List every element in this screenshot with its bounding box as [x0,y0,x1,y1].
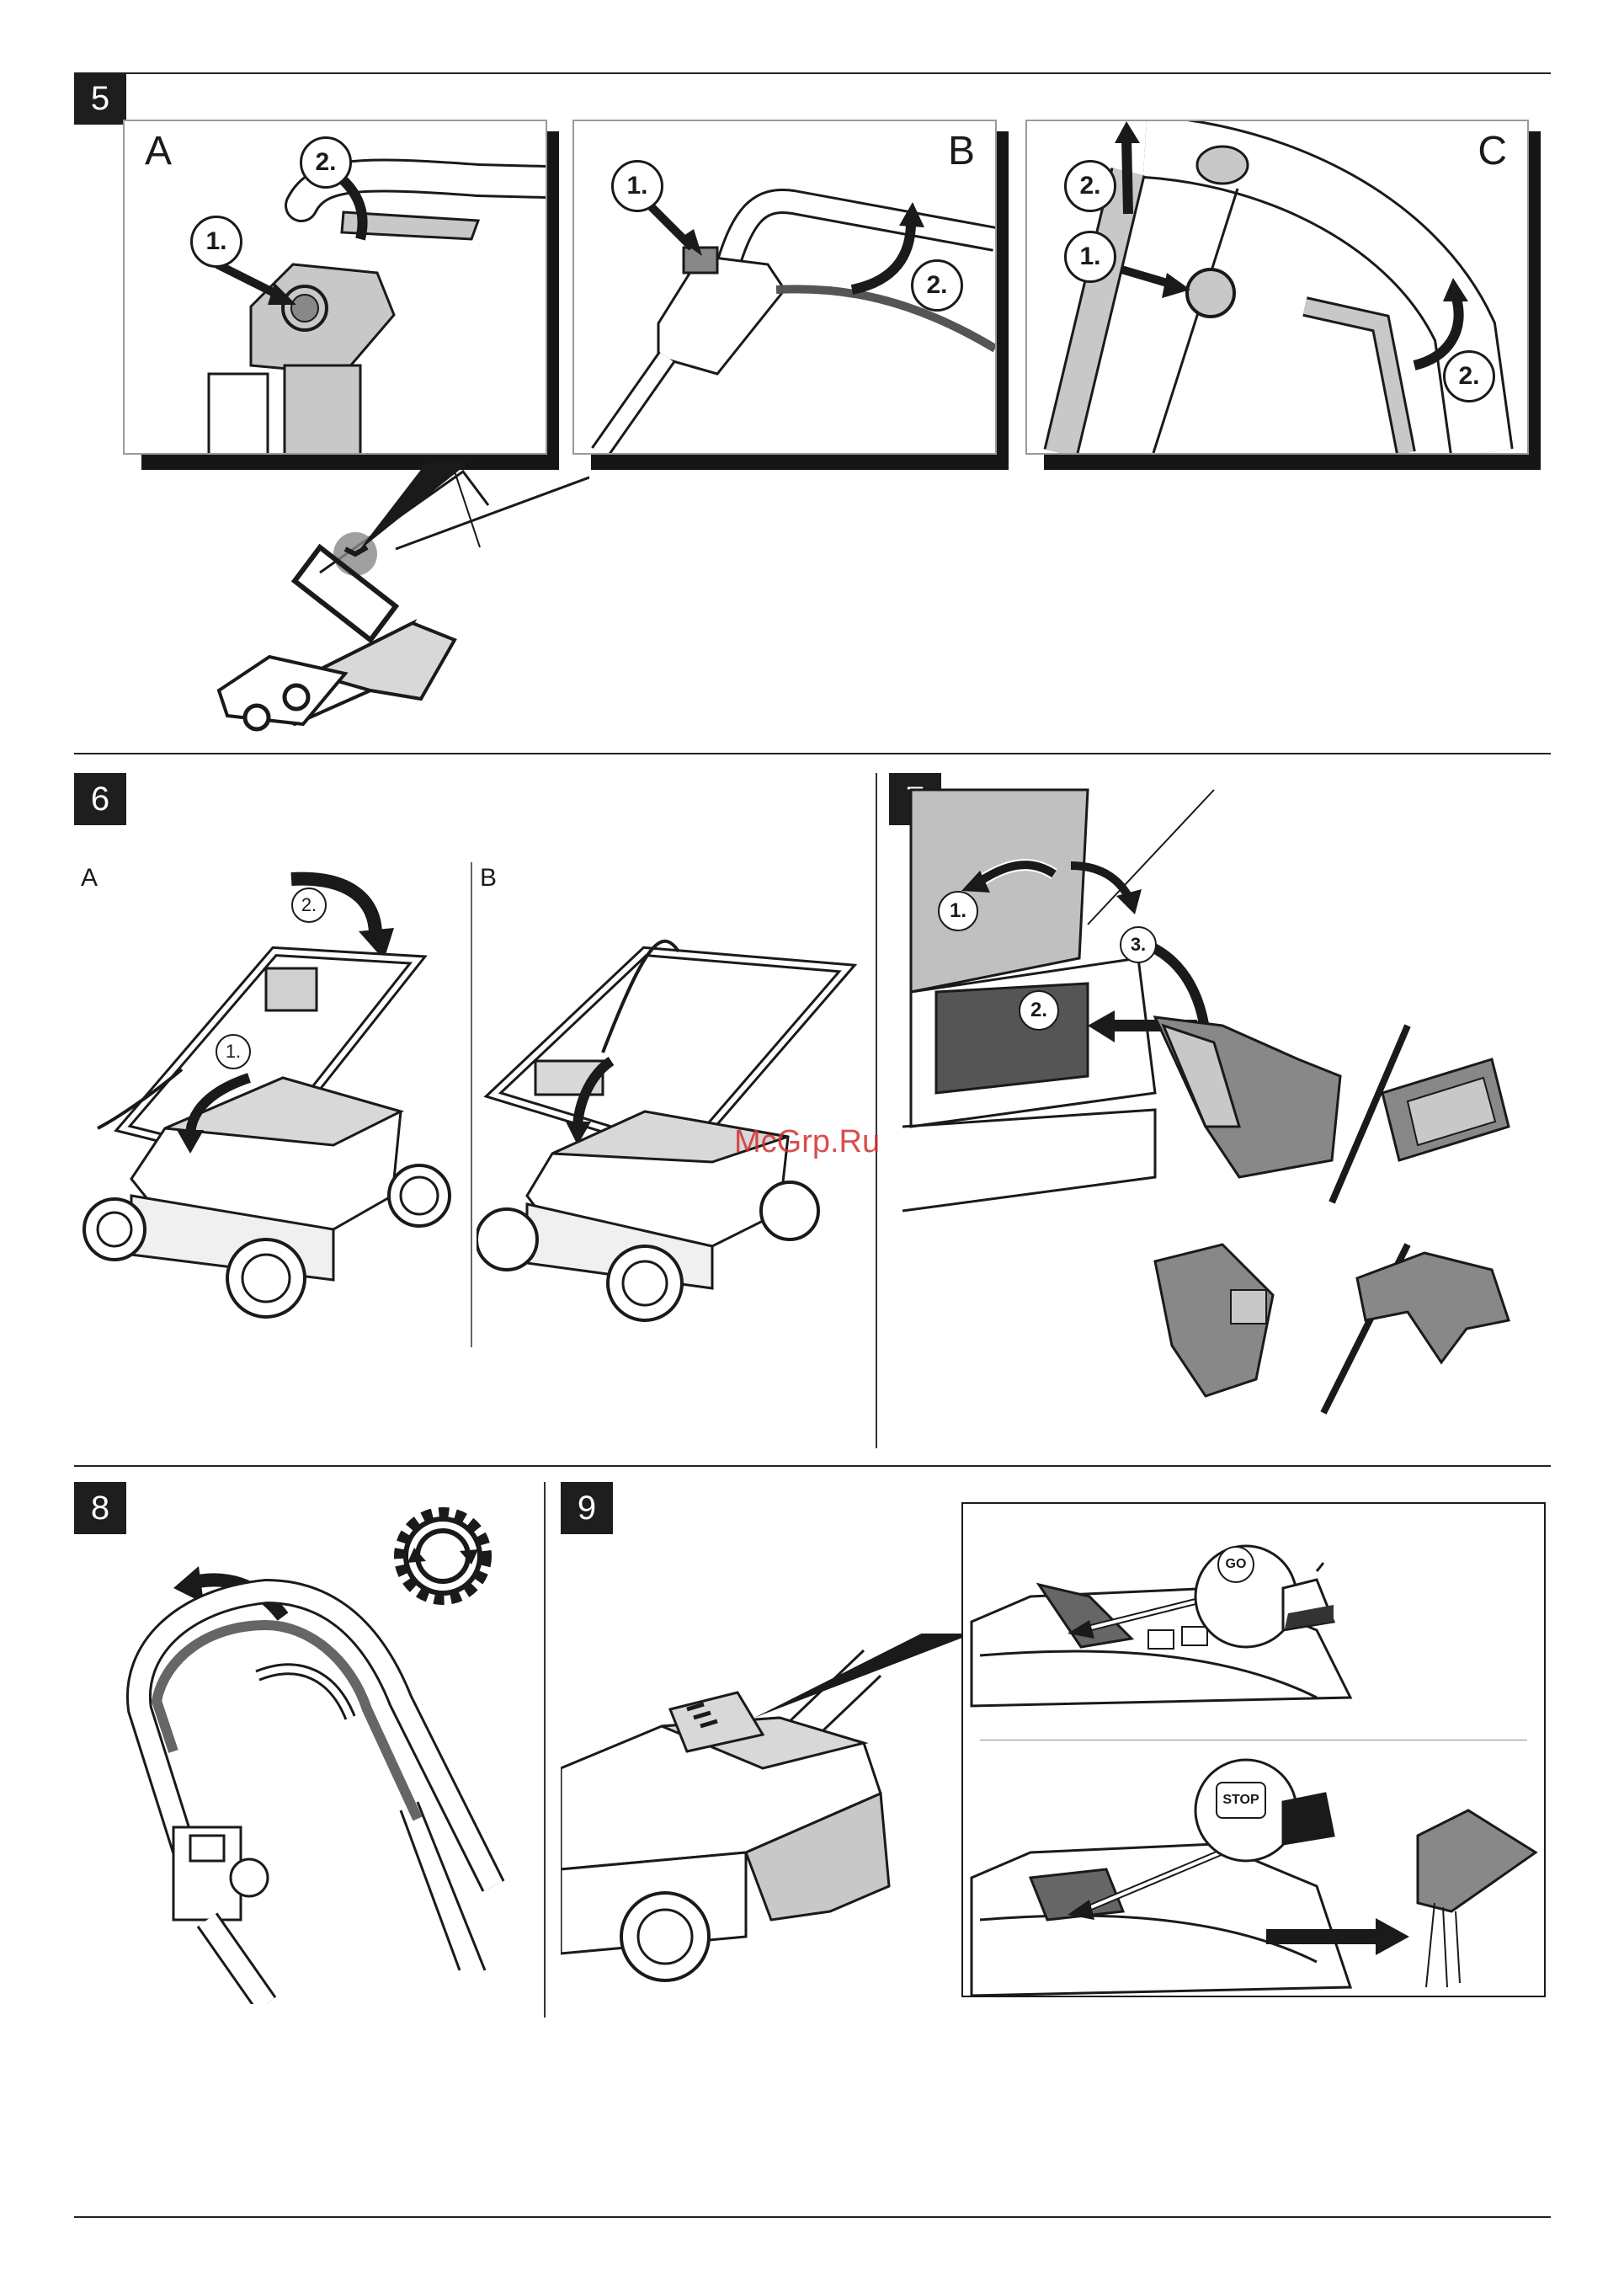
zoom-callout-wedge [359,463,477,556]
watermark: McGrp.Ru [734,1124,880,1160]
section-8-badge: 8 [74,1482,126,1534]
step-2-circle: 2. [1064,160,1116,212]
panel-5c: C 2. 1. 2. [1025,120,1529,455]
step-1-circle: 1. [1064,231,1116,283]
indicator-go-view [963,1504,1544,1740]
section-5-badge: 5 [74,72,126,125]
divider-6a-6b [471,862,472,1347]
rule-after-section-5 [74,753,1551,754]
step-1-circle: 1. [611,160,663,212]
mower-fill-indicator-illustration [561,1634,998,2038]
fill-indicator-detail-panel: GO STOP [961,1502,1546,1997]
panel-5a: A 1. 2. [123,120,547,455]
top-rule [74,72,1551,74]
step-3-circle-7: 3. [1120,926,1157,963]
step-2-circle-6a: 2. [291,887,327,923]
rule-after-section-7 [74,1465,1551,1467]
step-2-circle-7: 2. [1019,990,1059,1031]
step-1-circle-7: 1. [938,891,978,931]
mower-handle-fold-a [81,859,468,1330]
go-indicator-badge: GO [1217,1546,1254,1583]
section-6-badge: 6 [74,773,126,825]
handle-adjust-illustration [81,1532,552,2004]
up-arrow-icon [1126,138,1128,214]
divider-6-7 [876,773,877,1448]
step-2-circle-lower: 2. [1443,350,1495,402]
indicator-stop-view [963,1743,1544,1996]
step-2-circle: 2. [300,136,352,189]
step-1-circle: 1. [190,216,242,268]
bottom-rule [74,2216,1551,2218]
section-9-badge: 9 [561,1482,613,1534]
grass-box-attach-illustration [903,773,1559,1430]
step-2-circle: 2. [911,259,963,312]
mower-handle-fold-b [477,859,864,1330]
stop-indicator-badge: STOP [1216,1782,1266,1819]
step-1-circle-6a: 1. [216,1034,251,1069]
panel-5b: B 1. 2. [572,120,997,455]
